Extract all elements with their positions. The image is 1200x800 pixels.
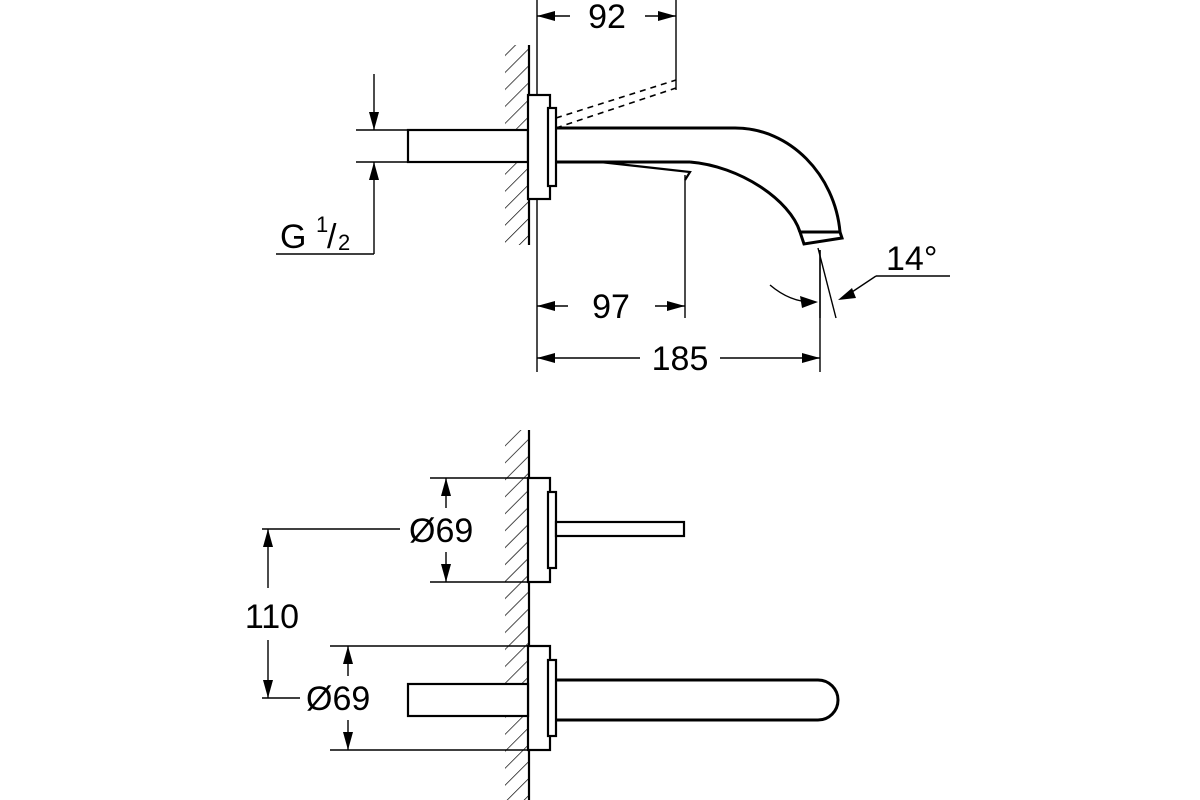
thread-label-denominator: 2 (338, 230, 350, 255)
thread-connection (406, 128, 530, 164)
thread-label-prefix: G (280, 218, 306, 256)
spout-top (556, 678, 840, 722)
dimension-angle: 14° (769, 240, 950, 319)
lever-handle (554, 520, 686, 538)
dimension-lower-diameter-label: Ø69 (306, 680, 370, 718)
wall-section-front (505, 430, 531, 800)
thread-label-slash: / (327, 218, 337, 256)
side-view: 92 97 185 (276, 0, 950, 378)
dimension-angle-label: 14° (886, 240, 937, 278)
dimension-185: 185 (537, 250, 821, 378)
spout-side (556, 126, 842, 233)
dimension-92-label: 92 (588, 0, 626, 36)
dimension-thread: G 1 / 2 (276, 74, 408, 256)
front-view: Ø69 Ø69 110 (245, 430, 840, 800)
dimension-97: 97 (536, 175, 686, 372)
dimension-upper-diameter: Ø69 (409, 477, 528, 583)
dimension-lower-diameter: Ø69 (306, 645, 528, 751)
dimension-centre-distance-label: 110 (245, 598, 299, 636)
spout-outlet (797, 230, 844, 246)
upper-rosette (526, 476, 558, 584)
dashed-swing-position (555, 79, 677, 129)
dimension-97-label: 97 (592, 288, 630, 326)
dimension-185-label: 185 (652, 340, 709, 378)
spout-underside (556, 160, 692, 181)
dimension-centre-distance: 110 (245, 528, 400, 699)
dimension-upper-diameter-label: Ø69 (409, 512, 473, 550)
rosette-side (526, 93, 558, 201)
lower-connection (406, 682, 530, 718)
lower-rosette (526, 644, 558, 752)
dimension-92: 92 (536, 0, 677, 96)
thread-label-numerator: 1 (316, 212, 328, 237)
